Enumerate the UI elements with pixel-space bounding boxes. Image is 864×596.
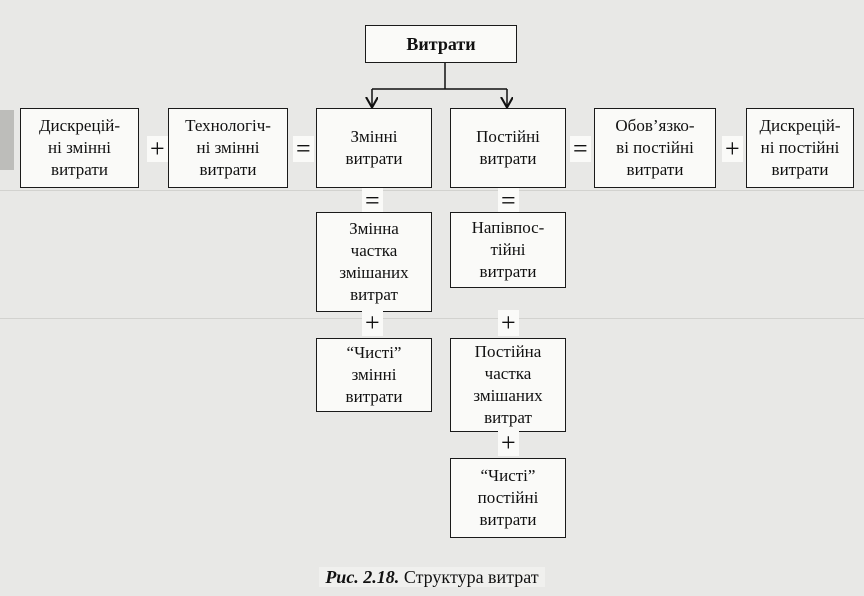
caption-text: Структура витрат (403, 567, 539, 587)
fixed-costs-box: Постійні витрати (450, 108, 566, 188)
discretionary-variable-box: Дискрецій- ні змінні витрати (20, 108, 139, 188)
caption-number: Рис. 2.18. (325, 567, 400, 587)
semi-fixed-box: Напівпос- тійні витрати (450, 212, 566, 288)
equals-operator: = (570, 136, 591, 162)
bg-rule (0, 318, 864, 319)
discretionary-fixed-box: Дискрецій- ні постійні витрати (746, 108, 854, 188)
equals-operator: = (498, 188, 519, 214)
root-costs-box: Витрати (365, 25, 517, 63)
equals-operator: = (362, 188, 383, 214)
plus-operator: + (147, 136, 168, 162)
fixed-part-mixed-box: Постійна частка змішаних витрат (450, 338, 566, 432)
plus-operator: + (362, 310, 383, 336)
plus-operator: + (498, 430, 519, 456)
page-edge-tab (0, 110, 14, 170)
technological-variable-box: Технологіч- ні змінні витрати (168, 108, 288, 188)
figure-caption: Рис. 2.18. Структура витрат (0, 567, 864, 588)
pure-variable-box: “Чисті” змінні витрати (316, 338, 432, 412)
plus-operator: + (498, 310, 519, 336)
plus-operator: + (722, 136, 743, 162)
variable-part-mixed-box: Змінна частка змішаних витрат (316, 212, 432, 312)
bg-rule (0, 190, 864, 191)
committed-fixed-box: Обов’язко- ві постійні витрати (594, 108, 716, 188)
variable-costs-box: Змінні витрати (316, 108, 432, 188)
equals-operator: = (293, 136, 314, 162)
pure-fixed-box: “Чисті” постійні витрати (450, 458, 566, 538)
